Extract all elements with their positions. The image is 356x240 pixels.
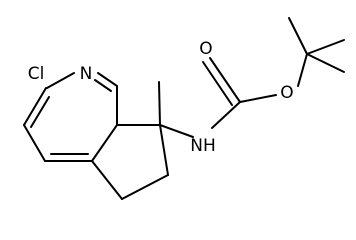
bond-c7-nh — [159, 124, 194, 138]
chemical-structure-diagram: Cl N NH O O — [23, 17, 345, 200]
bond-ester-o-tbu — [297, 53, 308, 87]
bond-c5-c4a — [91, 160, 123, 200]
bond-n1-c7a-double — [94, 79, 112, 92]
bond-c2-n1 — [46, 72, 75, 89]
bond-c7-methyl — [158, 81, 161, 126]
bond-c7-c6 — [159, 124, 169, 176]
bond-c6-c5 — [121, 174, 169, 200]
bond-lines — [23, 17, 345, 200]
amide-nitrogen-label: NH — [190, 136, 216, 156]
bond-carbonyl-o — [209, 57, 241, 103]
bond-carbonyl-ester-o — [239, 94, 277, 103]
atom-labels: Cl N NH O O — [28, 39, 294, 156]
bond-n1-c7a — [97, 72, 118, 87]
carbonyl-oxygen-label: O — [199, 39, 212, 59]
bond-c3-c4 — [23, 124, 46, 162]
bond-nh-carbonyl — [211, 101, 241, 129]
bond-c4a-c7a — [91, 124, 118, 162]
ester-oxygen-label: O — [280, 83, 293, 103]
bond-carbonyl-o-double — [202, 61, 233, 106]
pyridine-nitrogen-label: N — [80, 64, 93, 84]
bond-tbu-methyl-left — [288, 17, 308, 55]
bond-c2-c3-double — [30, 96, 50, 128]
bond-c2-c3 — [23, 87, 47, 126]
chlorine-atom-label: Cl — [28, 64, 45, 84]
bond-tbu-methyl-right — [306, 53, 345, 73]
bond-tbu-methyl-top — [306, 39, 345, 55]
